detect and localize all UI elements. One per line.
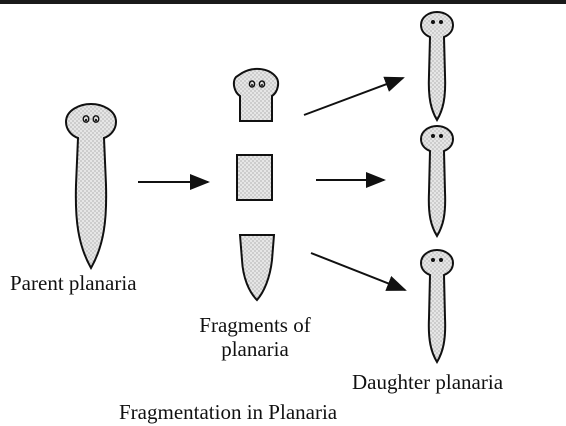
arrow-head-to-daughter: [304, 78, 403, 115]
daughter-planaria-label: Daughter planaria: [352, 370, 503, 394]
fragments-label: Fragments of planaria: [175, 313, 335, 361]
tail-fragment: [240, 235, 274, 300]
daughter-planaria-3: [421, 250, 453, 362]
daughter-planaria-2: [421, 126, 453, 236]
fragments-label-line2: planaria: [175, 337, 335, 361]
head-fragment: [234, 69, 278, 121]
parent-planaria-label: Parent planaria: [10, 271, 137, 295]
fragments-label-line1: Fragments of: [175, 313, 335, 337]
daughter-planaria-1: [421, 12, 453, 120]
figure-caption: Fragmentation in Planaria: [119, 400, 337, 424]
middle-fragment: [237, 155, 272, 200]
parent-planaria: [66, 104, 116, 268]
arrow-tail-to-daughter: [311, 253, 405, 290]
